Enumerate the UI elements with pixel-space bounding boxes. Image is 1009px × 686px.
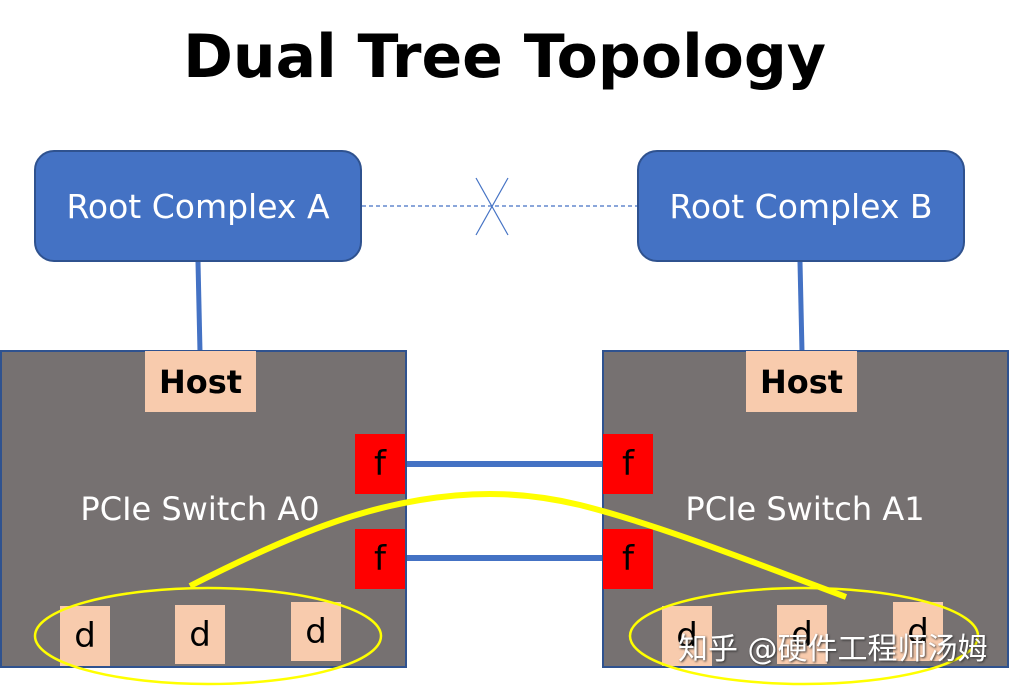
switch-a0-fabric-port-2[interactable]: f bbox=[355, 529, 405, 589]
port-label: f bbox=[374, 444, 386, 484]
host-label: Host bbox=[158, 362, 243, 401]
switch-a1-host-port[interactable]: Host bbox=[746, 351, 857, 412]
switch-a1-fabric-port-1[interactable]: f bbox=[603, 434, 653, 494]
device-label: d bbox=[189, 614, 211, 655]
port-label: f bbox=[374, 539, 386, 579]
link-rc-a-to-host bbox=[195, 261, 203, 353]
port-label: f bbox=[622, 444, 634, 484]
switch-a0-label: PCIe Switch A0 bbox=[80, 490, 320, 528]
device-label: d bbox=[74, 616, 96, 656]
watermark: 知乎 @硬件工程师汤姆 bbox=[678, 632, 988, 667]
root-complex-b-label: Root Complex B bbox=[669, 186, 933, 226]
diagram-title: Dual Tree Topology bbox=[183, 22, 826, 92]
x-icon bbox=[475, 177, 509, 236]
host-label: Host bbox=[759, 362, 844, 401]
root-complex-a[interactable]: Root Complex A bbox=[34, 150, 362, 262]
root-complex-a-label: Root Complex A bbox=[66, 186, 330, 226]
switch-a1-fabric-port-2[interactable]: f bbox=[603, 529, 653, 589]
root-complex-b[interactable]: Root Complex B bbox=[637, 150, 965, 262]
switch-a0-fabric-port-1[interactable]: f bbox=[355, 434, 405, 494]
device-label: d bbox=[305, 611, 327, 652]
switch-a0-device-1[interactable]: d bbox=[60, 606, 110, 666]
switch-a0-device-3[interactable]: d bbox=[291, 602, 341, 661]
port-label: f bbox=[622, 539, 634, 579]
link-rc-b-to-host bbox=[797, 261, 805, 353]
switch-a0-host-port[interactable]: Host bbox=[145, 351, 256, 412]
switch-a0-device-2[interactable]: d bbox=[175, 605, 225, 664]
switch-a1-label: PCIe Switch A1 bbox=[685, 490, 925, 528]
